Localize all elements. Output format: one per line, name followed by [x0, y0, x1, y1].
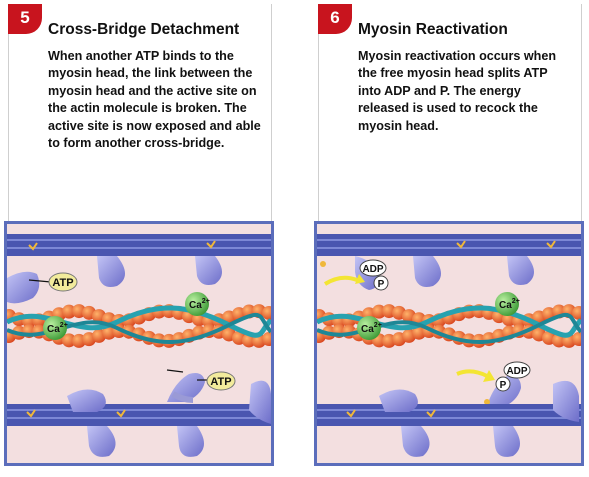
calcium-ion-left: Ca2+	[43, 316, 68, 340]
step-6-number-badge: 6	[318, 4, 352, 34]
step-6-text-box	[318, 4, 582, 224]
myosin-head	[413, 256, 441, 287]
step-5-description: When another ATP binds to the myosin hea…	[48, 49, 261, 151]
step-5-illustration: ATP Ca2+ Ca2+	[7, 234, 271, 457]
actin-bead	[262, 332, 271, 347]
step-5-text-box	[8, 4, 272, 224]
phosphate-molecule	[495, 376, 511, 392]
myosin-head	[493, 426, 520, 457]
myosin-head	[97, 256, 125, 287]
actin-bead	[62, 333, 76, 348]
myosin-head	[195, 256, 222, 285]
recock-arrow	[456, 369, 488, 378]
myosin-head	[249, 380, 271, 424]
thick-filament-upper	[317, 234, 581, 256]
myosin-head-recocked-upper: ADP P	[320, 256, 389, 291]
myosin-head-detached-upper: ATP	[7, 271, 78, 304]
step-6-title: Myosin Reactivation	[358, 21, 508, 38]
actin-filament	[7, 304, 271, 348]
arrow-head-icon	[355, 274, 365, 284]
step-5-figure: ATP Ca2+ Ca2+	[4, 221, 274, 466]
thick-filament-lower	[7, 404, 271, 426]
calcium-ion-right: Ca2+	[185, 292, 210, 316]
myosin-head	[553, 380, 579, 422]
myosin-head	[507, 256, 534, 285]
myosin-head	[67, 389, 106, 412]
svg-text:Ca2+: Ca2+	[361, 322, 382, 335]
calcium-ion-right: Ca2+	[495, 292, 520, 316]
actin-bead	[372, 304, 386, 319]
arrow-head-icon	[483, 370, 495, 382]
phosphate-label: P	[378, 279, 385, 290]
actin-bead	[62, 304, 76, 319]
myosin-head	[401, 426, 430, 457]
phosphate-molecule	[373, 275, 389, 291]
svg-text:Ca2+: Ca2+	[499, 298, 520, 311]
actin-bead	[262, 305, 271, 320]
myosin-head-detached-lower: ATP	[166, 369, 236, 403]
phosphate-label: P	[500, 380, 507, 391]
thick-filament-lower	[317, 404, 581, 426]
atp-label: ATP	[52, 277, 73, 289]
step-6-panel: 6 Myosin Reactivation Myosin reactivatio…	[314, 4, 588, 470]
svg-text:Ca2+: Ca2+	[189, 298, 210, 311]
step-6-description: Myosin reactivation occurs when the free…	[358, 49, 557, 133]
myosin-head	[177, 426, 204, 457]
step-5-number-badge: 5	[8, 4, 42, 34]
thick-filament-upper	[7, 234, 271, 256]
actin-bead	[572, 332, 581, 347]
myosin-head	[87, 426, 116, 457]
step-6-figure: ADP P Ca2+ Ca2+	[314, 221, 584, 466]
atp-molecule	[48, 272, 78, 292]
atp-label: ATP	[210, 376, 231, 388]
myosin-head-recocked-lower: ADP P	[456, 361, 531, 408]
adp-label: ADP	[362, 264, 383, 275]
step-6-illustration: ADP P Ca2+ Ca2+	[317, 234, 581, 457]
svg-text:Ca2+: Ca2+	[47, 322, 68, 335]
atp-molecule	[206, 371, 236, 391]
actin-bead	[572, 305, 581, 320]
adp-label: ADP	[506, 366, 527, 377]
adp-molecule	[359, 259, 387, 277]
myosin-head	[379, 389, 418, 412]
adp-molecule	[503, 361, 531, 379]
recock-arrow	[323, 275, 358, 286]
actin-filament	[317, 304, 581, 348]
step-5-title: Cross-Bridge Detachment	[48, 21, 240, 38]
calcium-ion-left: Ca2+	[357, 316, 382, 340]
step-5-panel: 5 Cross-Bridge Detachment When another A…	[4, 4, 278, 470]
